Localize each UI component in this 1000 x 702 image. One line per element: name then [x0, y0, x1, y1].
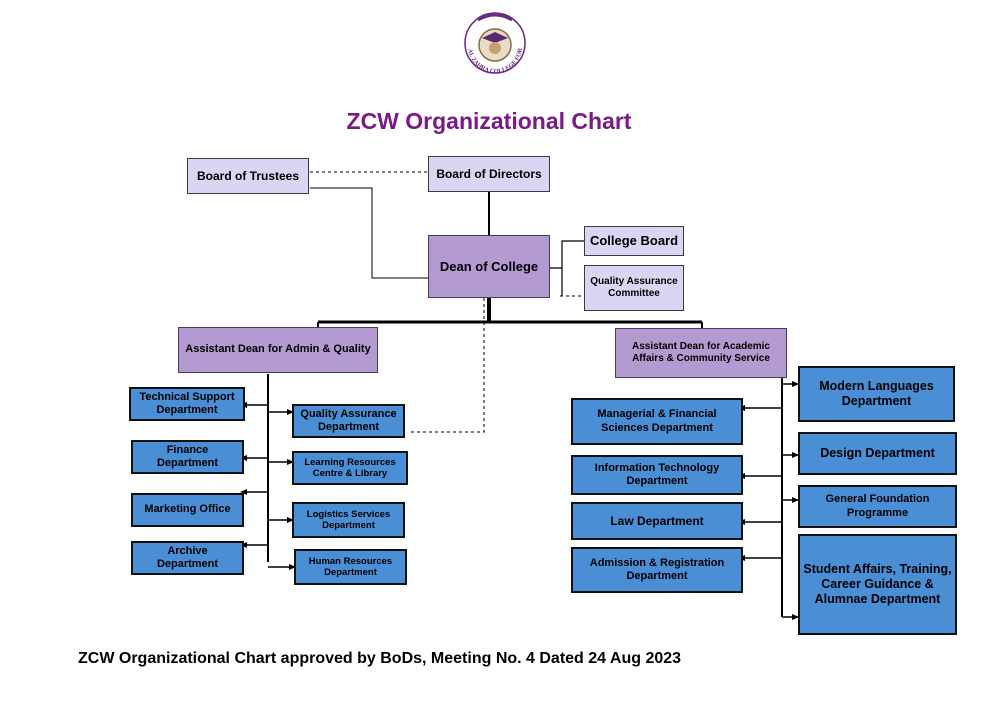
human-resources-department-box: Human Resources Department — [294, 549, 407, 585]
department-label: Design Department — [820, 446, 935, 460]
board-of-trustees-box: Board of Trustees — [187, 158, 309, 194]
finance-department-box: Finance Department — [131, 440, 244, 474]
college-board-box: College Board — [584, 226, 684, 256]
assistant-dean-admin-quality-box: Assistant Dean for Admin & Quality — [178, 327, 378, 373]
assistant-dean-academic-box: Assistant Dean for Academic Affairs & Co… — [615, 328, 787, 378]
department-label: Logistics Services Department — [306, 508, 391, 531]
approval-footer: ZCW Organizational Chart approved by BoD… — [78, 650, 682, 667]
student-affairs-department-box: Student Affairs, Training, Career Guidan… — [798, 534, 957, 635]
board-of-directors-box: Board of Directors — [428, 156, 550, 192]
design-department-box: Design Department — [798, 432, 957, 475]
logistics-services-department-box: Logistics Services Department — [292, 502, 405, 538]
page-title: ZCW Organizational Chart — [346, 108, 632, 134]
admission-registration-department-box: Admission & Registration Department — [571, 547, 743, 593]
dean-of-college-label: Dean of College — [439, 258, 539, 274]
department-label: Managerial & Financial Sciences Departme… — [597, 408, 717, 434]
college-board-label: College Board — [589, 233, 679, 249]
managerial-financial-sciences-box: Managerial & Financial Sciences Departme… — [571, 398, 743, 445]
board-of-trustees-label: Board of Trustees — [196, 168, 300, 183]
dean-of-college-box: Dean of College — [428, 235, 550, 298]
learning-resources-centre-box: Learning Resources Centre & Library — [292, 451, 408, 485]
department-label: Admission & Registration Department — [589, 556, 725, 582]
information-technology-department-box: Information Technology Department — [571, 455, 743, 495]
department-label: Marketing Office — [144, 503, 231, 516]
assistant-dean-admin-quality-label: Assistant Dean for Admin & Quality — [185, 343, 371, 356]
quality-assurance-department-box: Quality Assurance Department — [292, 404, 405, 438]
quality-assurance-committee-label: Quality Assurance Committee — [590, 276, 678, 299]
board-of-directors-label: Board of Directors — [436, 166, 542, 181]
department-label: Information Technology Department — [594, 461, 720, 487]
law-department-box: Law Department — [571, 502, 743, 540]
department-label: Finance Department — [156, 443, 219, 469]
department-label: Law Department — [610, 513, 704, 528]
quality-assurance-committee-box: Quality Assurance Committee — [584, 265, 684, 311]
college-logo: AL ZAHRA COLLEGE FOR WOMEN — [457, 3, 530, 78]
technical-support-department-box: Technical Support Department — [129, 387, 245, 421]
assistant-dean-academic-label: Assistant Dean for Academic Affairs & Co… — [631, 341, 770, 364]
general-foundation-programme-box: General Foundation Programme — [798, 485, 957, 528]
department-label: Quality Assurance Department — [300, 407, 397, 433]
department-label: Modern Languages Department — [819, 379, 934, 408]
department-label: Archive Department — [156, 544, 219, 570]
department-label: Human Resources Department — [308, 555, 393, 578]
department-label: Student Affairs, Training, Career Guidan… — [803, 562, 952, 606]
department-label: Learning Resources Centre & Library — [304, 456, 396, 479]
department-label: General Foundation Programme — [825, 493, 930, 519]
marketing-office-box: Marketing Office — [131, 493, 244, 527]
archive-department-box: Archive Department — [131, 541, 244, 575]
modern-languages-department-box: Modern Languages Department — [798, 366, 955, 422]
department-label: Technical Support Department — [139, 390, 235, 416]
